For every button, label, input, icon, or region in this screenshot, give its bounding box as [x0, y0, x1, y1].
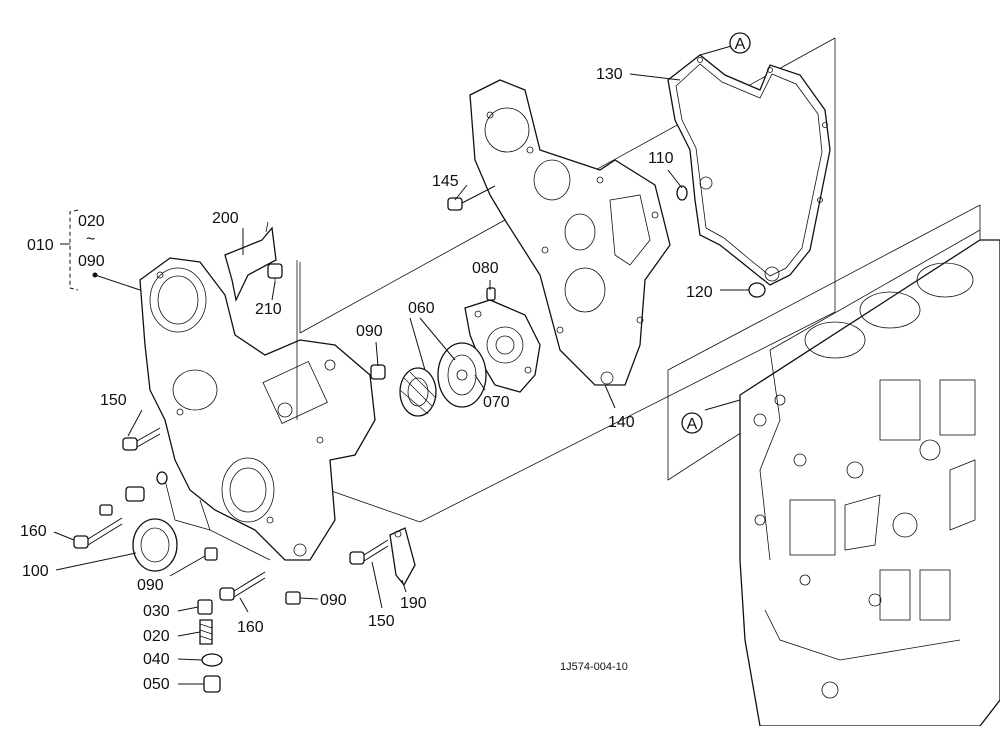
part-labels: 130 110 145 200 210 080 060 090 120 070 … — [20, 66, 713, 693]
part-label: 120 — [686, 284, 713, 301]
gear-case — [139, 257, 376, 561]
bolt-160-lower — [219, 571, 266, 601]
part-label: 080 — [472, 260, 499, 277]
oil-pump-inner-rotor — [399, 367, 437, 417]
group-range-sep: ~ — [86, 231, 95, 248]
gear-case-gasket — [667, 54, 831, 286]
part-label: 145 — [432, 173, 459, 190]
o-ring-120 — [748, 282, 766, 298]
engine-block — [667, 204, 1000, 727]
bolt-150-upper — [122, 427, 161, 451]
part-label: 070 — [483, 394, 510, 411]
group-label: 010 020 ~ 090 — [27, 213, 105, 270]
bolt-150-lower — [349, 539, 389, 565]
leader-lines — [53, 44, 749, 685]
part-label: 190 — [400, 595, 427, 612]
reference-mark-top: A — [729, 32, 751, 54]
part-label: 110 — [648, 150, 674, 167]
group-code: 010 — [27, 237, 54, 254]
part-label: 160 — [20, 523, 47, 540]
part-label: 150 — [100, 392, 127, 409]
part-label: 030 — [143, 603, 170, 620]
part-label: 100 — [22, 563, 49, 580]
part-label: 090 — [137, 577, 164, 594]
drawing-number: 1J574-004-10 — [560, 661, 628, 673]
bolt-160-upper — [73, 517, 123, 549]
part-label: 150 — [368, 613, 395, 630]
bolt-210 — [267, 263, 283, 284]
clamp-190 — [389, 527, 416, 587]
plug-090-mid — [204, 547, 218, 561]
part-label: 040 — [143, 651, 170, 668]
part-label: 090 — [356, 323, 383, 340]
part-label: 160 — [237, 619, 264, 636]
plug-090-upper — [370, 364, 386, 380]
reference-mark-top-label: A — [735, 36, 746, 53]
group-bracket — [60, 209, 98, 291]
reference-mark-block-label: A — [687, 416, 698, 433]
bolt-145 — [447, 185, 496, 211]
part-label: 210 — [255, 301, 282, 318]
bracket — [224, 221, 298, 420]
front-plate — [469, 79, 671, 386]
part-label: 090 — [320, 592, 347, 609]
part-label: 130 — [596, 66, 623, 83]
group-range-end: 090 — [78, 253, 105, 270]
part-label: 060 — [408, 300, 435, 317]
oil-seal-100 — [132, 518, 178, 572]
part-label: 140 — [608, 414, 635, 431]
reference-mark-block: A — [681, 412, 703, 434]
o-ring-110 — [676, 185, 688, 201]
oil-pump-outer-rotor — [437, 342, 487, 408]
group-range-start: 020 — [78, 213, 105, 230]
pin-080 — [486, 287, 496, 301]
part-label: 200 — [212, 210, 239, 227]
part-label: 050 — [143, 676, 170, 693]
plug-090-lower — [285, 591, 301, 605]
part-label: 020 — [143, 628, 170, 645]
